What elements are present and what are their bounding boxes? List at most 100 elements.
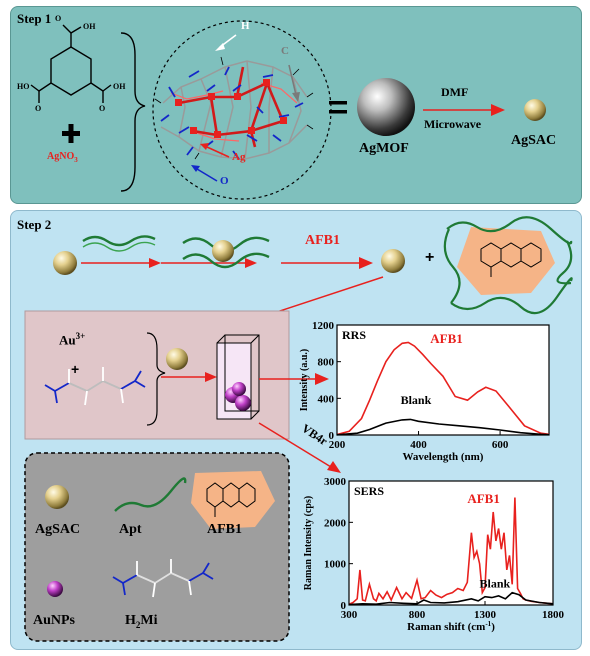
step2-graphics: 0 400 800 1200 200 400 600 RRS Wavelength (nm) In… — [24, 216, 573, 642]
x-axis-label: Raman shift (cm-1) — [407, 620, 495, 633]
series-label-afb1: AFB1 — [467, 491, 500, 506]
equals-bar-bottom — [329, 110, 347, 114]
c-arrow-head — [292, 92, 300, 102]
apt-strand-top — [82, 235, 156, 252]
y-tick-label: 0 — [329, 430, 335, 442]
step1-graphics: O OH HO O OH O — [17, 14, 546, 200]
acid-oh-right: OH — [113, 82, 126, 91]
arrow-to-sers-head — [327, 461, 341, 473]
atom-o-label: O — [220, 175, 229, 187]
agno3-label: AgNO3 — [47, 151, 78, 164]
acid-o-right: O — [99, 104, 105, 113]
x-tick-label: 1300 — [474, 609, 497, 621]
c-arrow — [288, 64, 297, 96]
x-tick-label: 1800 — [542, 609, 565, 621]
step2-panel: 0 400 800 1200 200 400 600 RRS Wavelength (nm) In… — [10, 210, 582, 650]
reaction-plus: + — [71, 361, 80, 377]
y-axis-label: Raman Intensity (cps) — [303, 496, 314, 590]
microwave-label: Microwave — [424, 117, 482, 131]
arrow-3-head — [359, 257, 373, 269]
legend-apt-label: Apt — [119, 522, 142, 537]
au-label: Au3+ — [59, 331, 86, 348]
x-tick-label: 800 — [409, 609, 426, 621]
y-tick-label: 0 — [341, 600, 347, 612]
h2mi-molecule-reaction — [44, 367, 146, 406]
step2-title: Step 2 — [17, 217, 52, 232]
trimesic-acid-structure — [30, 24, 112, 103]
step1-title: Step 1 — [17, 11, 52, 26]
brace — [120, 32, 146, 192]
legend-aunp-sphere — [47, 581, 63, 597]
agsac-apt — [212, 240, 234, 262]
atom-ag-label: Ag — [232, 151, 246, 163]
y-tick-label: 3000 — [324, 476, 347, 488]
legend-agsac-sphere — [45, 485, 69, 509]
afb1-apt-complex — [443, 216, 573, 315]
series-line-afb1 — [336, 341, 550, 436]
chart-title: RRS — [342, 328, 366, 342]
aunp-3 — [232, 382, 246, 396]
atom-c-label: C — [281, 45, 289, 57]
reaction-brace — [146, 332, 166, 426]
arrow-5-head — [205, 372, 217, 382]
x-axis-label: Wavelength (nm) — [403, 451, 484, 463]
arrow-2-head — [245, 258, 257, 268]
series-line-blank — [348, 591, 554, 606]
agsac-label: AgSAC — [511, 133, 557, 148]
atom-h-label: H — [241, 20, 250, 32]
series-line-blank — [336, 418, 550, 436]
acid-oh-top: OH — [83, 22, 96, 31]
h-arrow-head — [215, 43, 225, 51]
step1-panel: O OH HO O OH O — [10, 6, 582, 204]
legend-afb1-structure — [191, 471, 275, 529]
agsac-reaction — [166, 348, 188, 370]
x-tick-label: 200 — [329, 439, 346, 451]
legend-aunps-label: AuNPs — [33, 613, 76, 628]
mof-structure — [154, 56, 314, 160]
agmof-label: AgMOF — [359, 141, 409, 156]
acid-o-top: O — [55, 14, 61, 23]
x-tick-label: 300 — [341, 609, 358, 621]
plot-frame — [348, 480, 554, 606]
afb1-arrow-label: AFB1 — [305, 233, 340, 248]
legend-h2mi-molecule — [112, 559, 214, 598]
series-label-blank: Blank — [480, 577, 511, 591]
arrow-to-sers — [258, 422, 332, 468]
ag-arrow-head — [200, 143, 209, 150]
y-tick-label: 1200 — [312, 320, 335, 332]
arrow-1-head — [149, 258, 161, 268]
ag-arrow — [206, 146, 230, 158]
legend-h2mi-label: H2Mi — [125, 613, 158, 630]
series-label-blank: Blank — [401, 393, 432, 407]
o-arrow — [196, 168, 218, 182]
legend-afb1-label: AFB1 — [207, 522, 242, 537]
mof-circle — [152, 20, 332, 200]
y-tick-label: 800 — [318, 357, 335, 369]
arrow-to-rrs-head — [315, 373, 329, 385]
o-arrow-head — [191, 165, 200, 172]
x-tick-label: 400 — [410, 439, 427, 451]
agsac-start — [53, 251, 77, 275]
series-line-afb1 — [348, 497, 554, 605]
series-label-afb1: AFB1 — [430, 331, 463, 346]
y-tick-label: 2000 — [324, 517, 347, 529]
chart-title: SERS — [354, 484, 384, 498]
agsac-sphere — [524, 99, 546, 121]
y-tick-label: 400 — [318, 393, 335, 405]
sers-chart: 0 1000 2000 3000 300 800 1300 1800 SERS Raman shi… — [303, 476, 565, 633]
legend-agsac-label: AgSAC — [35, 522, 81, 537]
y-tick-label: 1000 — [324, 559, 347, 571]
agsac-released — [381, 249, 405, 273]
microwave-arrow-head — [491, 104, 505, 116]
acid-ho-left: HO — [17, 82, 29, 91]
acid-o-left: O — [35, 104, 41, 113]
x-tick-label: 600 — [492, 439, 509, 451]
equals-bar-top — [329, 101, 347, 105]
rrs-chart: 0 400 800 1200 200 400 600 RRS Wavelength (nm) In… — [299, 320, 550, 463]
plus-bar-v — [68, 124, 74, 143]
y-axis-label: Intensity (a.u.) — [299, 349, 310, 412]
plot-frame — [336, 324, 550, 436]
aunp-2 — [235, 395, 251, 411]
dmf-label: DMF — [441, 85, 469, 99]
agmof-sphere — [357, 78, 415, 136]
